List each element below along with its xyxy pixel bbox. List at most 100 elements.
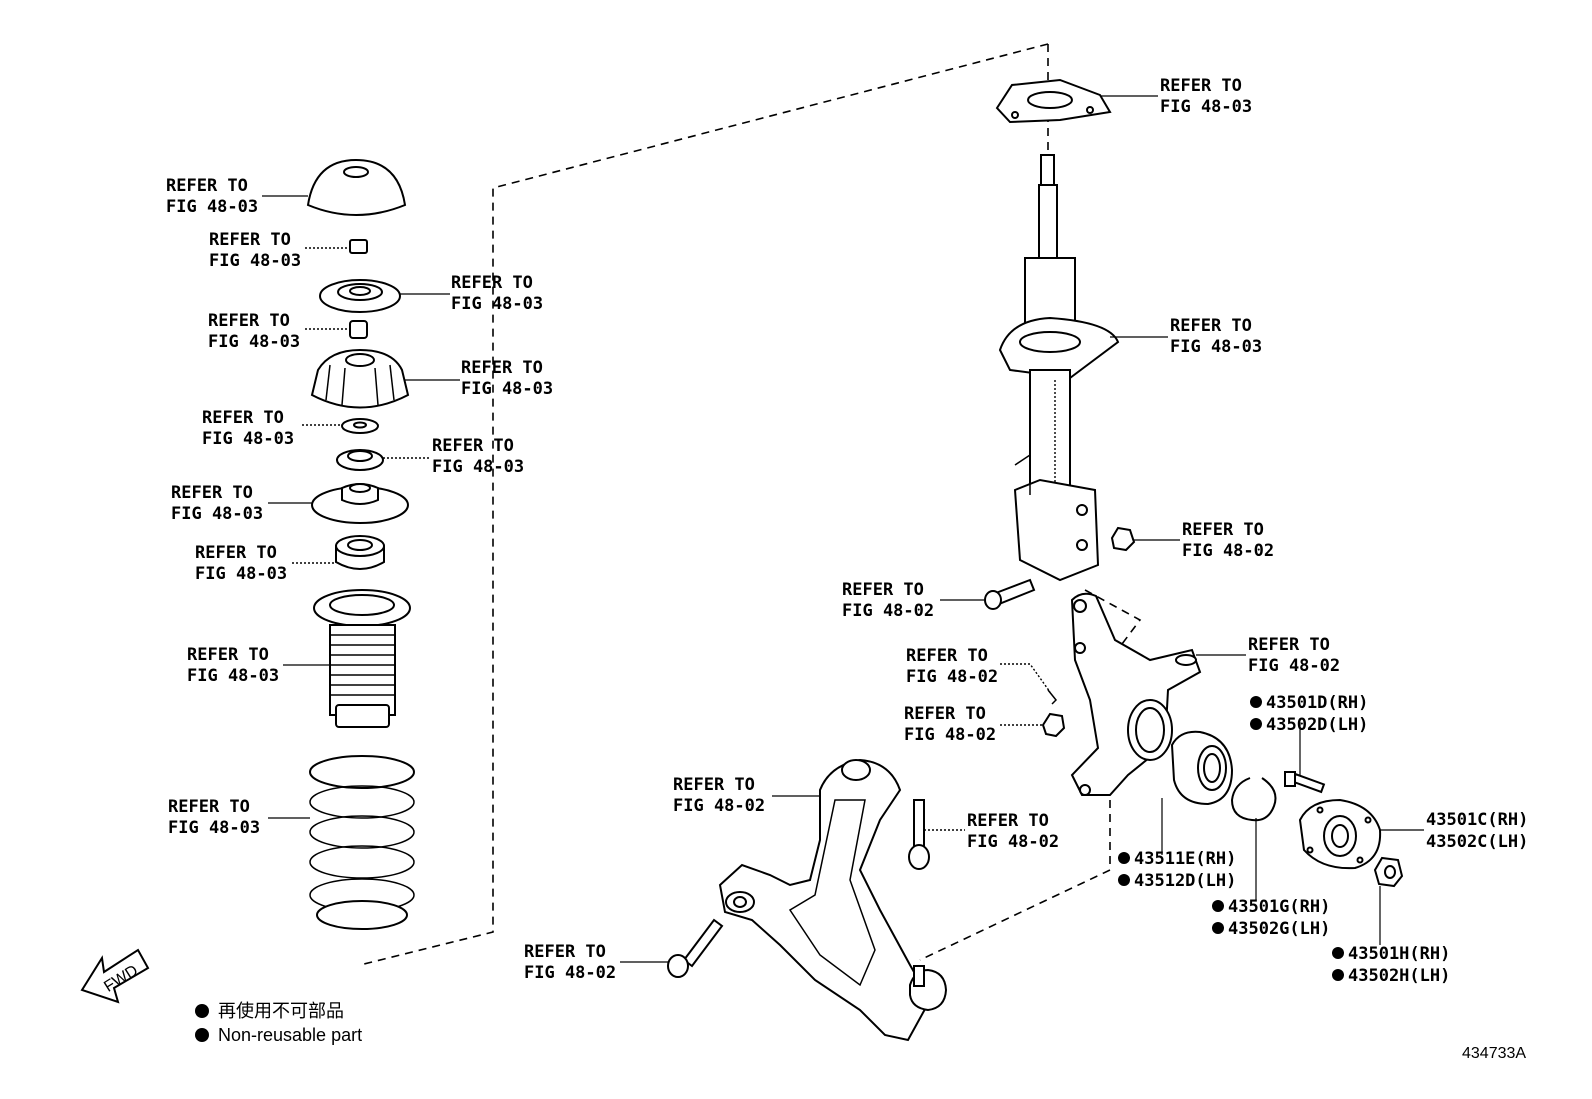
label-fig: FIG 48-02 (524, 963, 616, 983)
label-fig: FIG 48-02 (673, 796, 765, 816)
label-refer: REFER TO (171, 483, 253, 503)
top-support (995, 78, 1112, 124)
label-refer: REFER TO (967, 811, 1049, 831)
hub-bolt (1284, 771, 1326, 794)
part-number: 43501H(RH) (1348, 944, 1450, 964)
label-refer: REFER TO (1182, 520, 1264, 540)
boot-folds (330, 634, 395, 696)
label-refer: REFER TO (208, 311, 290, 331)
dust-boot (313, 589, 411, 728)
cotter-pin (1047, 689, 1058, 705)
part-number: 43512D(LH) (1134, 871, 1236, 891)
non-reusable-bullet (1118, 874, 1130, 886)
right-labels: REFER TO FIG 48-03 REFER TO FIG 48-03 RE… (524, 76, 1340, 983)
label-fig: FIG 48-03 (1170, 337, 1262, 357)
label-fig: FIG 48-02 (906, 667, 998, 687)
label-fig: FIG 48-03 (209, 251, 301, 271)
label-refer: REFER TO (673, 775, 755, 795)
right-assembly (667, 78, 1404, 1042)
hub-bearing (1170, 730, 1234, 806)
part-number: 43511E(RH) (1134, 849, 1236, 869)
lower-arm-bolt-long (667, 918, 724, 978)
non-reusable-bullet (1250, 696, 1262, 708)
label-fig: FIG 48-02 (842, 601, 934, 621)
label-refer: REFER TO (451, 273, 533, 293)
left-component-stack (306, 158, 415, 930)
label-fig: FIG 48-03 (208, 332, 300, 352)
non-reusable-bullet (1250, 718, 1262, 730)
non-reusable-bullet (1332, 969, 1344, 981)
label-fig: FIG 48-03 (187, 666, 279, 686)
steering-knuckle (1070, 592, 1202, 796)
strut-cap (306, 158, 407, 216)
label-fig: FIG 48-03 (166, 197, 258, 217)
dashed-boundary (359, 43, 1142, 966)
legend: 再使用不可部品 Non-reusable part (195, 1001, 362, 1045)
upper-spring-seat (311, 483, 409, 524)
label-fig: FIG 48-03 (171, 504, 263, 524)
part-numbers: 43501D(RH) 43502D(LH) 43501C(RH) 43502C(… (1118, 693, 1528, 986)
part-number: 43501C(RH) (1426, 810, 1528, 830)
label-fig: FIG 48-03 (432, 457, 524, 477)
coil-spring (309, 755, 415, 930)
bracket-bolt (984, 578, 1036, 610)
part-number: 43501D(RH) (1266, 693, 1368, 713)
legend-jp: 再使用不可部品 (218, 1001, 344, 1021)
label-fig: FIG 48-03 (1160, 97, 1252, 117)
bearing (336, 449, 384, 471)
label-refer: REFER TO (1248, 635, 1330, 655)
label-fig: FIG 48-02 (1182, 541, 1274, 561)
support-ring (319, 279, 401, 313)
label-refer: REFER TO (461, 358, 543, 378)
label-fig: FIG 48-02 (904, 725, 996, 745)
label-refer: REFER TO (904, 704, 986, 724)
legend-en: Non-reusable part (218, 1025, 362, 1045)
label-refer: REFER TO (195, 543, 277, 563)
non-reusable-bullet (1118, 852, 1130, 864)
bump-ring (335, 535, 385, 570)
non-reusable-bullet (1212, 922, 1224, 934)
lower-control-arm (718, 758, 948, 1042)
label-fig: FIG 48-02 (1248, 656, 1340, 676)
label-fig: FIG 48-03 (451, 294, 543, 314)
part-number: 43502G(LH) (1228, 919, 1330, 939)
leader-lines (262, 95, 1424, 963)
label-fig: FIG 48-02 (967, 832, 1059, 852)
hub-nut (1373, 856, 1404, 888)
label-refer: REFER TO (209, 230, 291, 250)
label-refer: REFER TO (524, 942, 606, 962)
legend-bullet (195, 1028, 209, 1042)
label-refer: REFER TO (906, 646, 988, 666)
left-labels: REFER TO FIG 48-03 REFER TO FIG 48-03 RE… (166, 176, 553, 838)
fwd-arrow-icon: FWD (80, 948, 150, 1004)
washer (341, 418, 379, 434)
bracket-nut (1110, 526, 1136, 552)
legend-bullet (195, 1004, 209, 1018)
nut-small-1 (349, 239, 368, 254)
label-fig: FIG 48-03 (461, 379, 553, 399)
part-number: 43501G(RH) (1228, 897, 1330, 917)
strut-mount (310, 348, 410, 409)
snap-ring (1230, 777, 1277, 822)
label-fig: FIG 48-03 (195, 564, 287, 584)
label-refer: REFER TO (432, 436, 514, 456)
label-refer: REFER TO (202, 408, 284, 428)
label-fig: FIG 48-03 (202, 429, 294, 449)
label-refer: REFER TO (166, 176, 248, 196)
knuckle-nut (1041, 712, 1066, 738)
part-number: 43502H(LH) (1348, 966, 1450, 986)
non-reusable-bullet (1212, 900, 1224, 912)
label-refer: REFER TO (1160, 76, 1242, 96)
label-refer: REFER TO (842, 580, 924, 600)
part-number: 43502D(LH) (1266, 715, 1368, 735)
shock-absorber (998, 154, 1120, 582)
diagram-number: 434733A (1462, 1045, 1526, 1062)
hub-flange (1298, 798, 1382, 870)
non-reusable-bullet (1332, 947, 1344, 959)
collar (349, 320, 368, 339)
part-number: 43502C(LH) (1426, 832, 1528, 852)
label-refer: REFER TO (1170, 316, 1252, 336)
label-fig: FIG 48-03 (168, 818, 260, 838)
lower-arm-bolt-vertical (908, 799, 930, 870)
